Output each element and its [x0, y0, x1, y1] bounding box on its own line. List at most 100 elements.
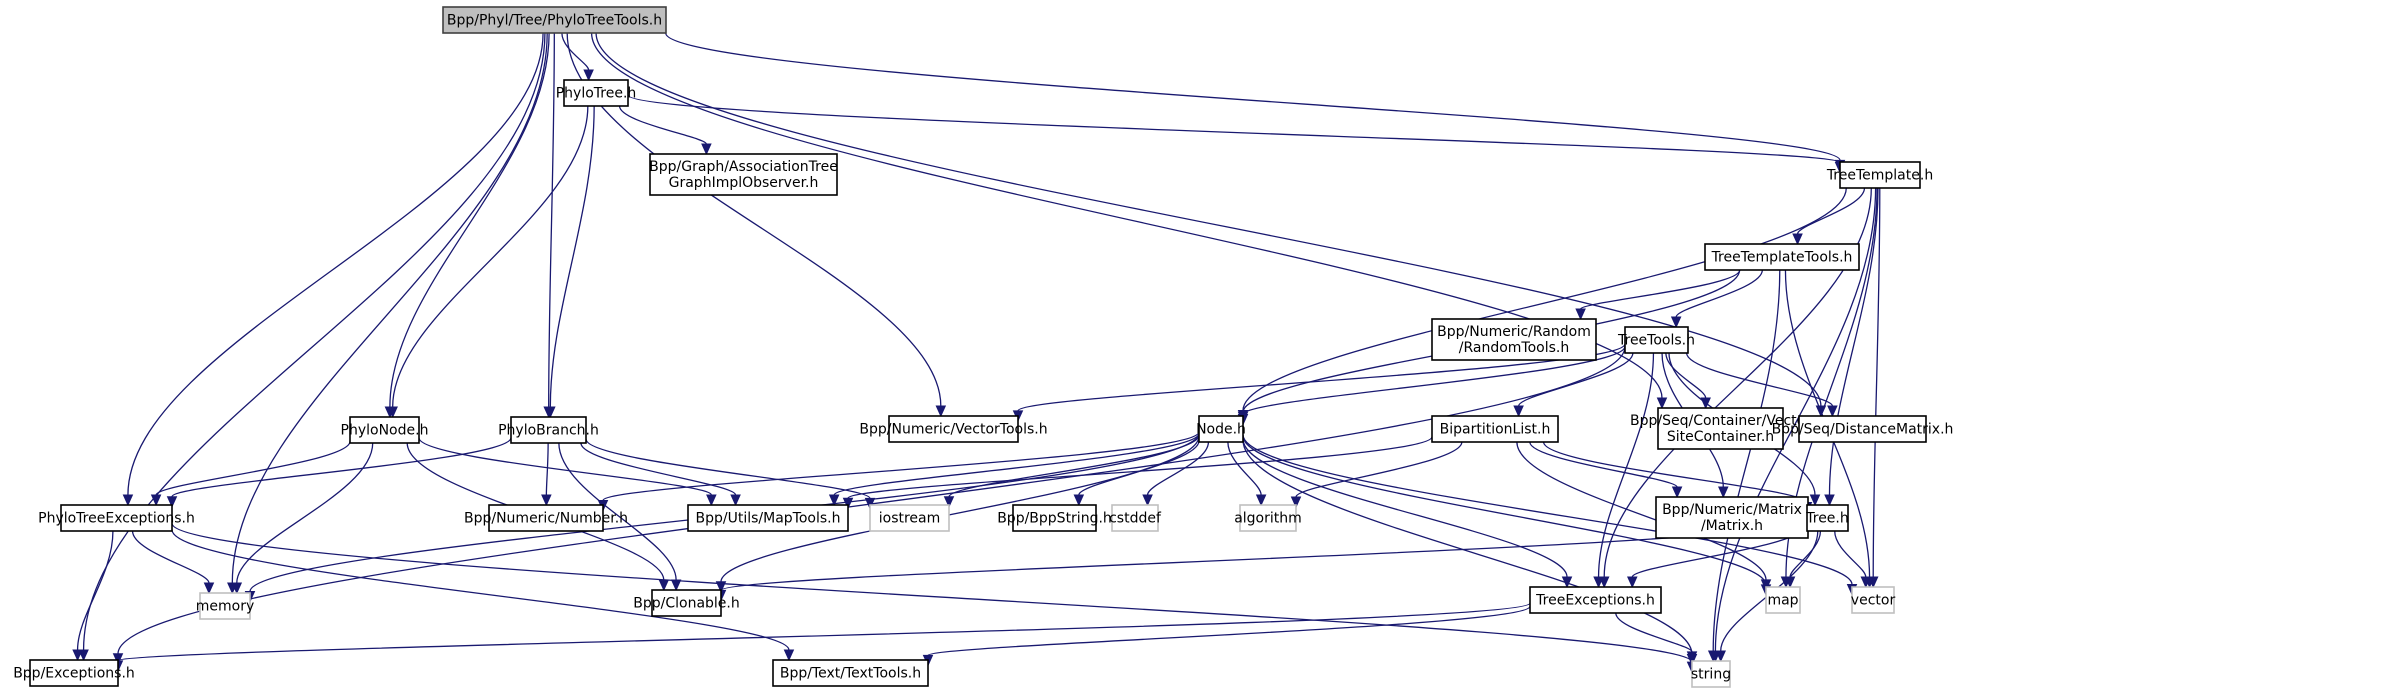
- edge-phylonode-to-maptools: [418, 437, 712, 496]
- node-treeexc[interactable]: TreeExceptions.h: [1529, 586, 1662, 614]
- node-root[interactable]: Bpp/Phyl/Tree/PhyloTreeTools.h: [442, 6, 667, 34]
- node-box: [60, 504, 173, 532]
- node-phylonode[interactable]: PhyloNode.h: [341, 416, 429, 444]
- arrowhead-icon: [387, 406, 398, 419]
- edge-treetools-to-vsc: [1665, 352, 1707, 399]
- node-label: PhyloBranch.h: [498, 423, 599, 439]
- node-phylotree[interactable]: PhyloTree.h: [556, 79, 637, 107]
- node-label: PhyloNode.h: [341, 423, 429, 439]
- edge-bipartition-to-map: [1516, 441, 1767, 580]
- node-box: [1529, 586, 1662, 614]
- edge-phylotree-to-assoc: [618, 105, 708, 145]
- edge-treetemplate-to-string: [1714, 187, 1877, 652]
- node-matrix[interactable]: Bpp/Numeric/Matrix/Matrix.h: [1655, 496, 1809, 539]
- node-treetemplate[interactable]: TreeTemplate.h: [1826, 161, 1933, 189]
- node-label: Bpp/Utils/MapTools.h: [696, 511, 841, 527]
- arrowhead-icon: [828, 494, 840, 507]
- node-label: Bpp/Numeric/VectorTools.h: [859, 422, 1047, 438]
- node-algorithm: algorithm: [1234, 504, 1302, 532]
- node-box: [869, 504, 950, 532]
- edge-phylotreeexc-to-string: [171, 523, 1693, 663]
- node-box: [1624, 326, 1689, 354]
- arrowhead-icon: [670, 579, 682, 592]
- edge-node-to-vector: [1242, 434, 1853, 585]
- edge-root-to-exceptions: [82, 32, 546, 651]
- edge-treetools-to-distmatrix: [1685, 352, 1834, 407]
- edge-treetemplate-to-node: [1242, 187, 1847, 411]
- node-box: [349, 416, 420, 444]
- node-label: Tree.h: [1805, 511, 1849, 527]
- edge-treetemplate-to-tree: [1828, 187, 1879, 496]
- node-box: [1851, 586, 1895, 614]
- node-label: cstddef: [1109, 511, 1162, 527]
- edge-node-to-treeexc: [1242, 439, 1568, 578]
- node-box: [687, 504, 849, 532]
- edge-root-to-phylonode: [389, 32, 550, 408]
- node-box: [1657, 407, 1784, 450]
- edge-node-to-algorithm: [1227, 441, 1262, 496]
- node-vectortools[interactable]: Bpp/Numeric/VectorTools.h: [859, 415, 1048, 443]
- node-box: [1806, 504, 1849, 532]
- arrowhead-icon: [1809, 494, 1821, 507]
- arrowhead-icon: [1593, 576, 1604, 589]
- arrowhead-icon: [706, 494, 717, 507]
- arrowhead-icon: [1073, 494, 1085, 507]
- edge-tree-to-vector: [1834, 530, 1867, 578]
- node-box: [888, 415, 1019, 443]
- node-exceptions[interactable]: Bpp/Exceptions.h: [13, 659, 135, 687]
- arrowhead-icon: [1860, 576, 1872, 589]
- edge-treetools-to-treeexc: [1597, 352, 1655, 578]
- node-box: [199, 592, 251, 620]
- edge-root-to-treetemplate: [665, 32, 1841, 161]
- node-label: /RandomTools.h: [1459, 340, 1570, 356]
- node-box: [1798, 415, 1927, 443]
- node-phylotreeexc[interactable]: PhyloTreeExceptions.h: [38, 504, 195, 532]
- node-label: PhyloTree.h: [556, 86, 637, 102]
- node-label: /Matrix.h: [1701, 518, 1763, 534]
- arrowhead-icon: [122, 494, 134, 507]
- node-bppstring[interactable]: Bpp/BppString.h: [997, 504, 1112, 532]
- node-number[interactable]: Bpp/Numeric/Number.h: [464, 504, 628, 532]
- node-assoc[interactable]: Bpp/Graph/AssociationTreeGraphImplObserv…: [649, 153, 838, 196]
- node-label: Bpp/Numeric/Matrix: [1662, 502, 1802, 518]
- node-label: Bpp/Text/TextTools.h: [780, 666, 921, 682]
- node-box: [1111, 504, 1159, 532]
- arrowhead-icon: [1670, 316, 1682, 329]
- arrowhead-icon: [1575, 308, 1586, 321]
- edge-root-to-phylotree: [561, 32, 590, 71]
- node-tree[interactable]: Tree.h: [1805, 504, 1849, 532]
- node-label: TreeTools.h: [1617, 333, 1695, 349]
- node-label: GraphImplObserver.h: [669, 175, 819, 191]
- node-box: [563, 79, 629, 107]
- arrowhead-icon: [1255, 494, 1267, 507]
- edge-treeexc-to-string: [1615, 612, 1693, 653]
- node-node[interactable]: Node.h: [1196, 415, 1246, 443]
- arrowhead-icon: [583, 69, 594, 82]
- edge-phylotree-to-phylonode: [392, 105, 589, 408]
- node-label: Bpp/Seq/Container/Vector: [1630, 413, 1811, 429]
- arrowhead-icon: [1792, 233, 1803, 246]
- node-bipartition[interactable]: BipartitionList.h: [1431, 415, 1559, 443]
- node-box: [772, 659, 929, 687]
- node-label: map: [1767, 593, 1798, 609]
- node-box: [1431, 318, 1597, 361]
- arrowhead-icon: [1686, 651, 1698, 664]
- arrowhead-icon: [1627, 576, 1638, 589]
- node-box: [29, 659, 119, 687]
- node-clonable[interactable]: Bpp/Clonable.h: [633, 589, 740, 617]
- node-maptools[interactable]: Bpp/Utils/MapTools.h: [687, 504, 849, 532]
- node-treetools[interactable]: TreeTools.h: [1617, 326, 1695, 354]
- arrowhead-icon: [1656, 397, 1668, 410]
- edge-treetemplatetools-to-treetools: [1675, 269, 1763, 318]
- edge-phylotreeexc-to-exceptions: [76, 530, 114, 651]
- node-texttools[interactable]: Bpp/Text/TextTools.h: [772, 659, 929, 687]
- edge-phylotreeexc-to-texttools: [171, 529, 790, 651]
- node-randomtools[interactable]: Bpp/Numeric/Random/RandomTools.h: [1431, 318, 1597, 361]
- node-distmatrix[interactable]: Bpp/Seq/DistanceMatrix.h: [1772, 415, 1954, 443]
- node-phylobranch[interactable]: PhyloBranch.h: [498, 416, 599, 444]
- edge-root-to-distmatrix: [595, 32, 1822, 407]
- arrowhead-icon: [864, 497, 876, 510]
- node-treetemplatetools[interactable]: TreeTemplateTools.h: [1704, 243, 1860, 271]
